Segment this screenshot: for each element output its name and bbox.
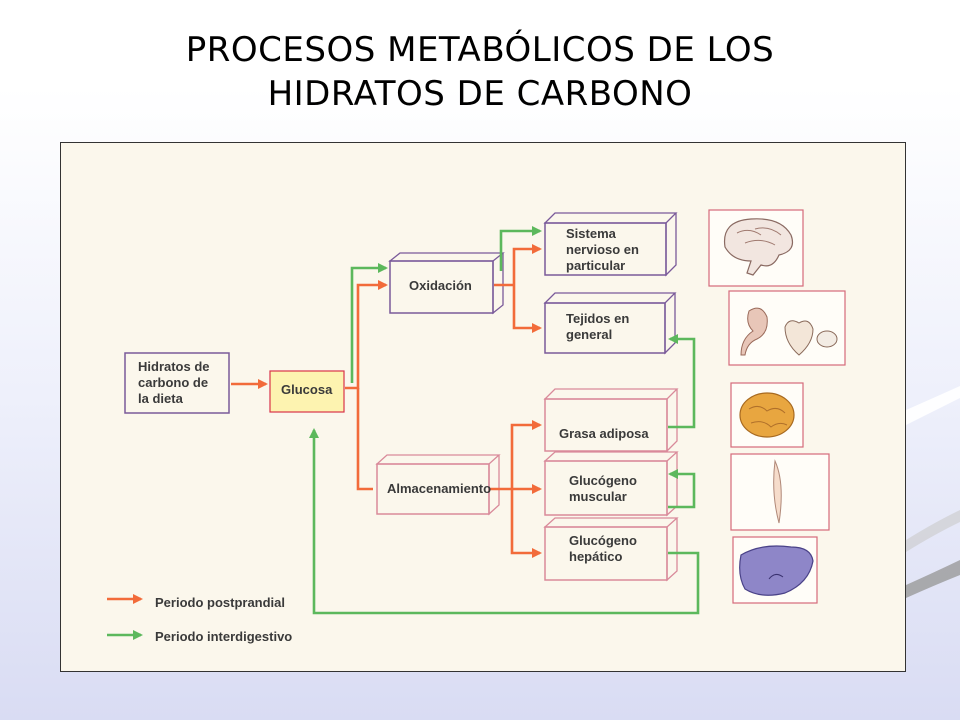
diagram-graphics [107, 209, 846, 640]
interdigestivo-arrows [309, 226, 700, 615]
brain-image [708, 209, 804, 287]
metabolism-diagram: Hidratos de carbono de la dieta Glucosa … [60, 142, 906, 672]
oxidacion-box [388, 252, 505, 315]
glucosa-label: Glucosa [281, 382, 333, 397]
sistema-label-line: nervioso en [566, 242, 639, 257]
legend-postprandial: Periodo postprandial [155, 595, 286, 610]
gluc-hep-label-line: Glucógeno [569, 533, 637, 548]
organs-image [728, 290, 846, 366]
tejidos-label: Tejidos en general [566, 311, 629, 343]
gluc-musc-label-line: Glucógeno [569, 473, 637, 488]
hidratos-label-line: carbono de [138, 375, 209, 390]
legend-interdigestivo: Periodo interdigestivo [155, 629, 293, 644]
oxidacion-label: Oxidación [409, 278, 472, 293]
sistema-nervioso-label: Sistema nervioso en particular [566, 226, 639, 274]
adipose-tissue-image [730, 382, 804, 448]
glucosa-box [269, 370, 345, 413]
hidratos-label-line: la dieta [138, 391, 183, 406]
liver-image [732, 536, 818, 604]
tejidos-label-line: Tejidos en [566, 311, 630, 326]
tejidos-label-line: general [566, 327, 613, 342]
gluc-hep-label-line: hepático [569, 549, 623, 564]
almacenamiento-box [375, 454, 501, 516]
gluc-musc-label-line: muscular [569, 489, 627, 504]
grasa-label: Grasa adiposa [559, 426, 649, 441]
slide-title-line-2: HIDRATOS DE CARBONO [267, 74, 693, 114]
grasa-box [543, 388, 679, 453]
slide-title-line-1: PROCESOS METABÓLICOS DE LOS [185, 30, 775, 70]
sistema-label-line: particular [566, 258, 626, 273]
hidratos-label: Hidratos de carbono de la dieta [138, 359, 210, 407]
tejidos-box [543, 292, 677, 355]
hidratos-box [124, 352, 230, 414]
sistema-label-line: Sistema [566, 226, 616, 241]
sistema-nervioso-box [543, 212, 678, 277]
glucogeno-muscular-label: Glucógeno muscular [569, 473, 637, 505]
hidratos-label-line: Hidratos de [138, 359, 210, 374]
almacenamiento-label: Almacenamiento [387, 481, 492, 496]
glucogeno-hepatico-box [543, 517, 679, 582]
glucogeno-hepatico-label: Glucógeno hepático [569, 533, 637, 565]
slide-title: PROCESOS METABÓLICOS DE LOS HIDRATOS DE … [0, 28, 960, 116]
postprandial-arrows [231, 244, 542, 558]
muscle-fiber-image [730, 453, 830, 531]
glucogeno-muscular-box [543, 451, 679, 517]
